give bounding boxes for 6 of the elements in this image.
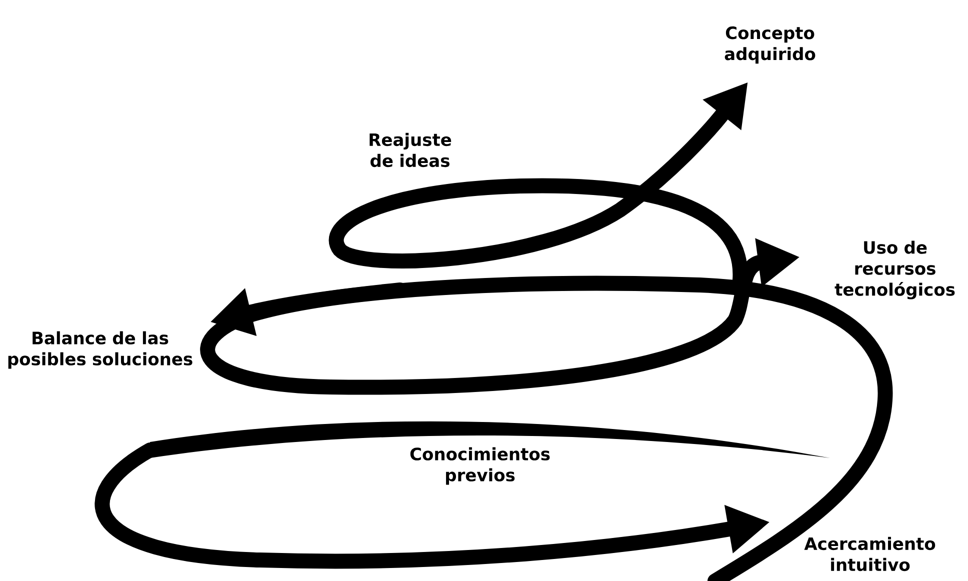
step-label: Acercamiento intuitivo <box>804 536 936 572</box>
step-label: Uso de recursos tecnológicos <box>834 240 955 300</box>
step-label: Conocimientos previos <box>410 447 550 485</box>
step-label: Balance de las posibles soluciones <box>8 331 192 369</box>
step-label: Concepto adquirido <box>724 26 816 64</box>
step-label: Reajuste de ideas <box>370 132 452 168</box>
